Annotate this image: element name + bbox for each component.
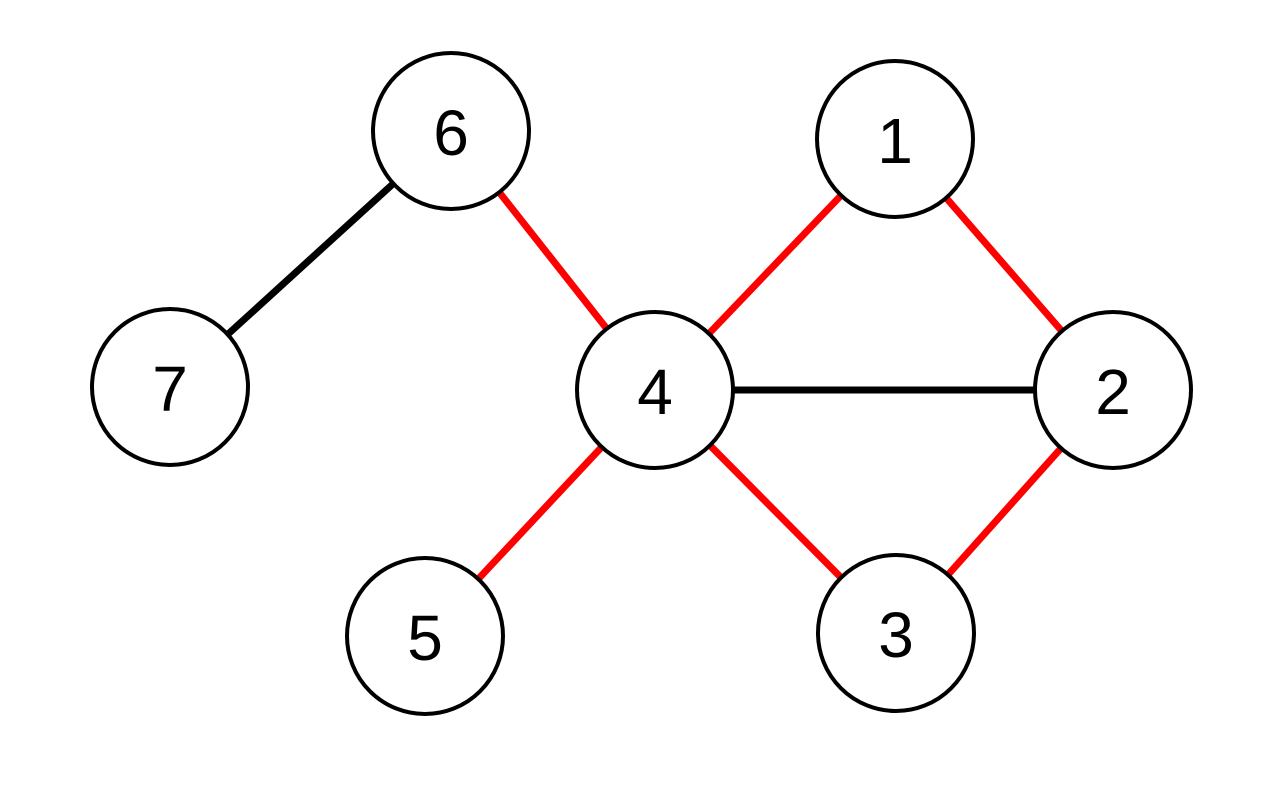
node-2-label: 2 [1095,356,1131,428]
node-1: 1 [815,59,975,219]
node-3: 3 [816,553,976,713]
edge-2-3 [945,445,1064,578]
node-6-circle [371,51,531,211]
node-7-label: 7 [152,353,188,425]
node-4-label: 4 [637,356,673,428]
edge-1-2 [943,195,1065,334]
nodes-layer: 1 2 3 4 5 6 7 [90,51,1193,716]
node-3-circle [816,553,976,713]
node-5: 5 [345,556,505,716]
node-2-circle [1033,310,1193,470]
node-3-label: 3 [878,599,914,671]
edge-4-3 [707,442,844,581]
edge-4-5 [475,444,605,582]
node-7-circle [90,307,250,467]
node-1-label: 1 [877,105,913,177]
edge-6-4 [496,190,610,331]
node-4: 4 [575,310,735,470]
edge-4-1 [706,192,844,337]
node-6-label: 6 [433,97,469,169]
edge-6-7 [225,180,396,338]
node-7: 7 [90,307,250,467]
edges-layer [225,180,1065,582]
node-2: 2 [1033,310,1193,470]
node-6: 6 [371,51,531,211]
node-5-label: 5 [407,602,443,674]
node-1-circle [815,59,975,219]
node-4-circle [575,310,735,470]
node-5-circle [345,556,505,716]
